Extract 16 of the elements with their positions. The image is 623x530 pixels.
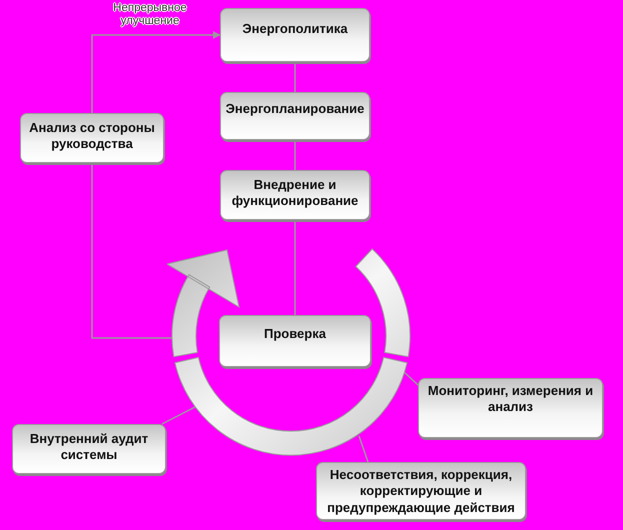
process-box: Несоответствия, коррекция, корректирующие и предупреждающие действия: [316, 462, 526, 520]
process-box: Энергополитика: [220, 8, 370, 62]
connector-line: [91, 163, 172, 339]
process-box: Проверка: [219, 315, 371, 367]
arrow: [91, 31, 221, 113]
process-box: Анализ со стороны руководства: [20, 113, 164, 163]
process-box: Мониторинг, измерения и анализ: [418, 378, 603, 438]
connector-line: [162, 405, 198, 425]
process-box: Внутренний аудит системы: [12, 424, 166, 474]
connector-line: [294, 220, 296, 315]
connector-line: [294, 62, 296, 92]
connector-line: [403, 371, 419, 386]
edge-label: Непрерывное улучшение: [112, 2, 188, 28]
process-box: Энергопланирование: [220, 92, 370, 140]
connector-line: [294, 140, 296, 170]
process-box: Внедрение и функционирование: [220, 170, 370, 220]
